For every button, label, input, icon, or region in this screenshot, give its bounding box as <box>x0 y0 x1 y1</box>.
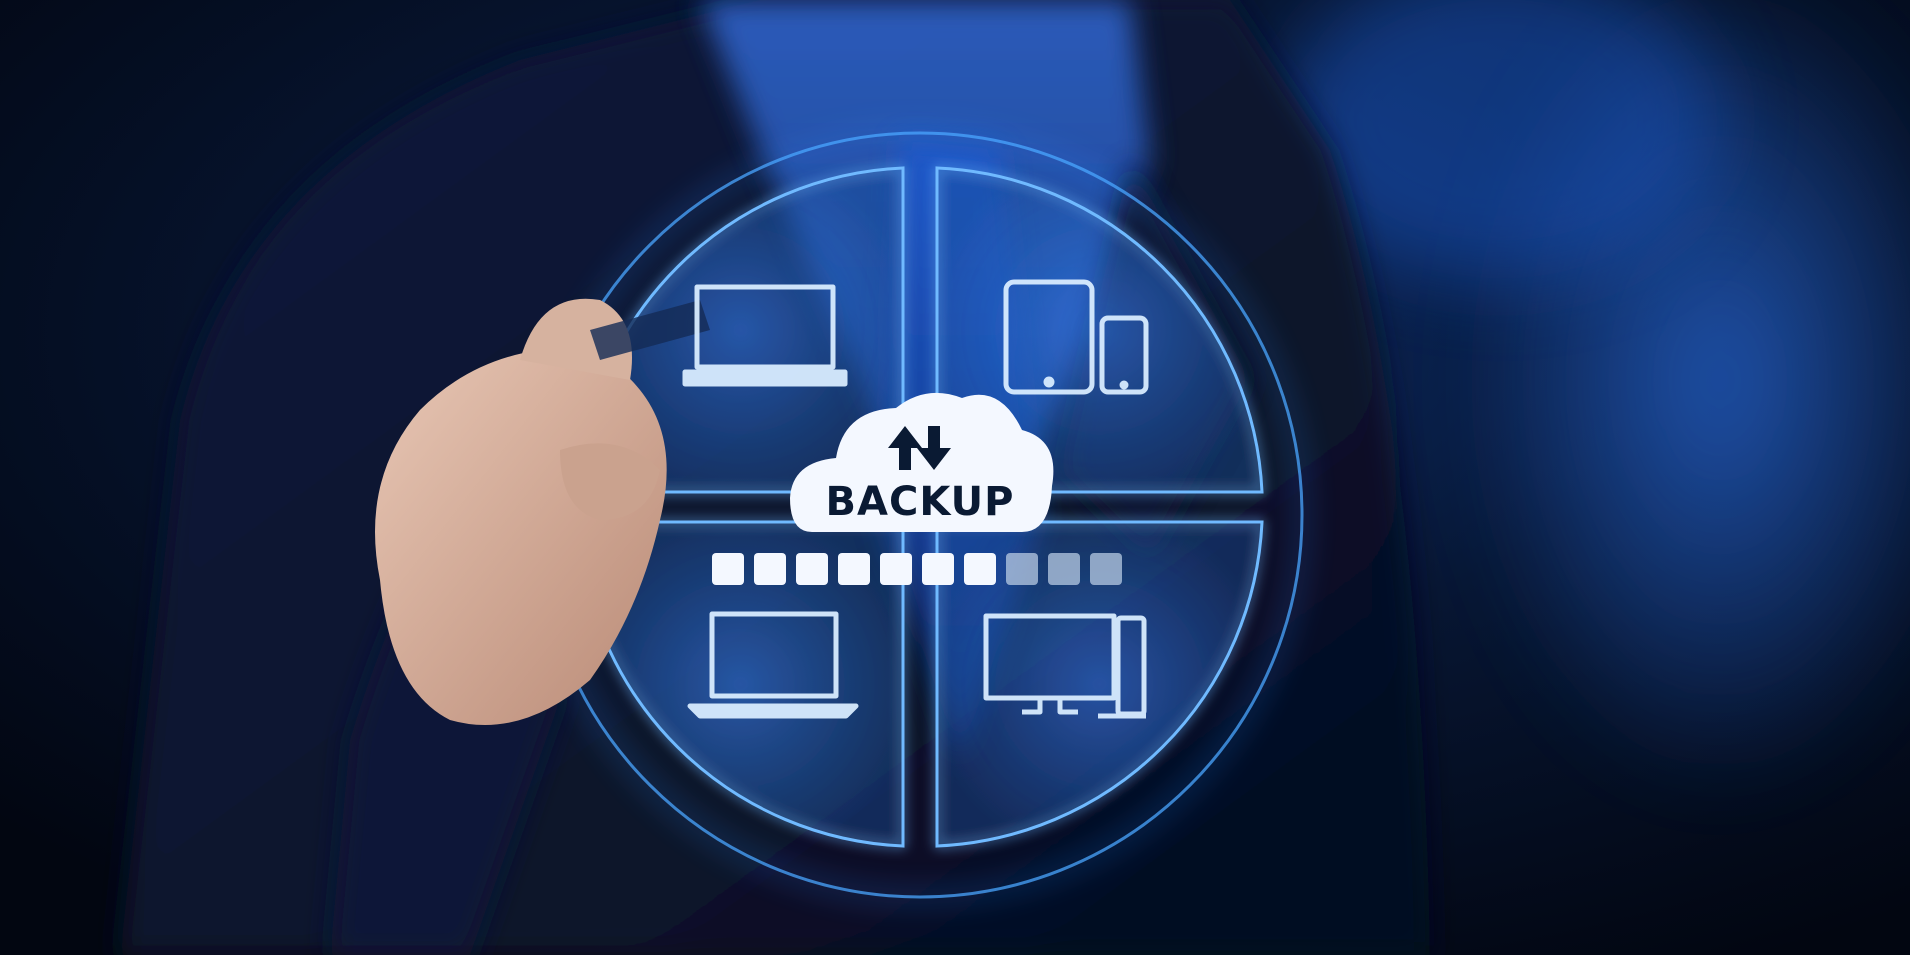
progress-segment-filled <box>880 553 912 585</box>
progress-segment-filled <box>796 553 828 585</box>
progress-segment-empty <box>1048 553 1080 585</box>
upload-download-arrows-icon <box>888 426 951 470</box>
progress-segment-filled <box>754 553 786 585</box>
tablet-and-phone-icon <box>1003 279 1149 395</box>
backup-label: BACKUP <box>825 479 1015 525</box>
progress-segment-empty <box>1006 553 1038 585</box>
cloud-icon <box>790 392 1054 532</box>
laptop-icon <box>682 284 848 387</box>
progress-segment-filled <box>838 553 870 585</box>
progress-bar <box>712 553 1122 585</box>
progress-segment-filled <box>964 553 996 585</box>
quadrant-panels <box>576 166 1264 848</box>
desktop-computer-icon <box>983 613 1147 719</box>
progress-segment-empty <box>1090 553 1122 585</box>
hand <box>330 298 710 955</box>
progress-segment-filled <box>922 553 954 585</box>
progress-segment-filled <box>712 553 744 585</box>
notebook-icon <box>687 611 859 719</box>
